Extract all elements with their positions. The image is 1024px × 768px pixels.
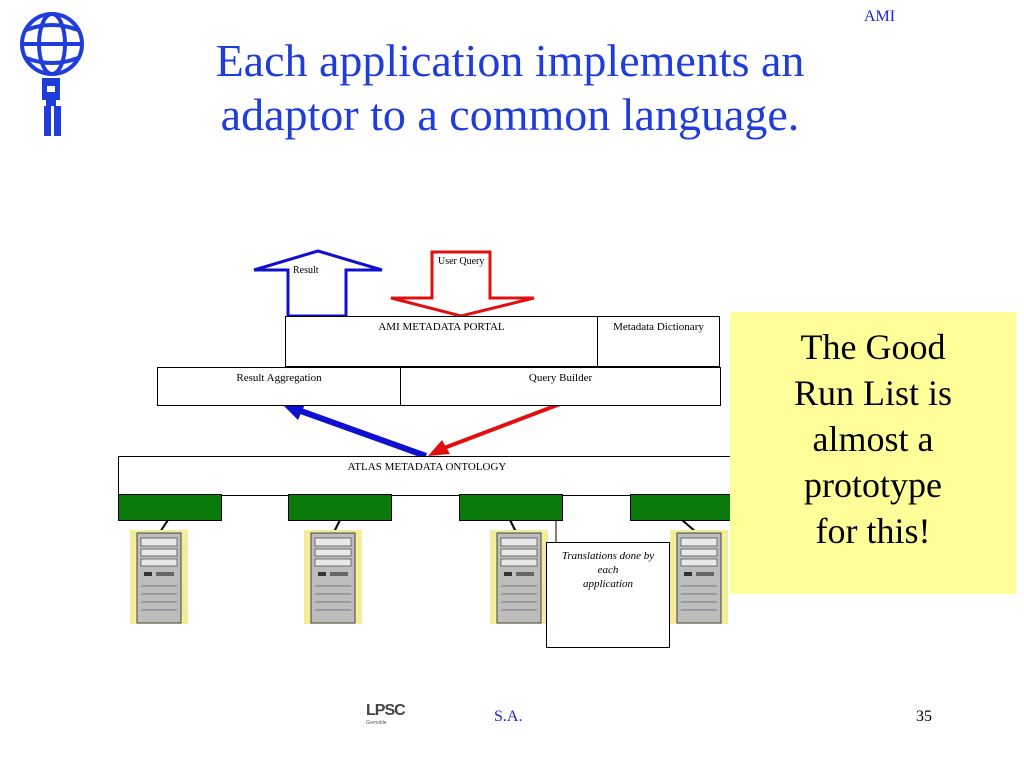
server-icon	[304, 530, 362, 624]
translation-note: Translations done by each application	[546, 542, 670, 648]
translation-note-line-1: Translations done by	[561, 550, 655, 562]
translation-note-line-2: each	[597, 564, 619, 576]
page-number: 35	[916, 708, 932, 725]
query-arrow	[443, 402, 561, 450]
aggregation-arrowhead	[282, 402, 306, 420]
metadata-dictionary-box: Metadata Dictionary	[597, 316, 720, 367]
result-aggregation-label: Result Aggregation	[236, 372, 322, 384]
adaptor-block-1	[118, 494, 222, 521]
query-builder-box: Query Builder	[400, 367, 721, 406]
server-icon	[130, 530, 188, 624]
lpsc-logo-subtext: Grenoble	[366, 720, 387, 726]
title-line-1: Each application implements an	[215, 35, 805, 86]
title-line-2: adaptor to a common language.	[220, 89, 800, 140]
side-note-line-1: The Good	[800, 327, 946, 367]
atlas-logo-icon	[20, 12, 84, 136]
result-label: Result	[293, 265, 319, 276]
query-builder-label: Query Builder	[528, 372, 593, 384]
user-query-arrow	[390, 250, 535, 318]
slide-tag: AMI	[864, 8, 896, 25]
side-note-line-3: almost a	[812, 419, 934, 459]
result-arrow	[253, 249, 383, 318]
adaptor-block-4	[630, 494, 736, 521]
lpsc-logo: LPSC Grenoble	[366, 702, 422, 744]
server-icon	[490, 530, 548, 624]
ami-portal-label: AMI METADATA PORTAL	[378, 321, 505, 333]
ontology-box: ATLAS METADATA ONTOLOGY	[118, 456, 736, 496]
metadata-dictionary-label: Metadata Dictionary	[613, 321, 704, 333]
footer-author: S.A.	[494, 708, 523, 725]
ami-portal-box: AMI METADATA PORTAL	[285, 316, 598, 367]
slide-title: Each application implements an adaptor t…	[100, 34, 920, 142]
side-note-line-4: prototype	[804, 465, 942, 505]
server-icon	[670, 530, 728, 624]
ontology-label: ATLAS METADATA ONTOLOGY	[347, 461, 507, 473]
user-query-label: User Query	[438, 256, 485, 267]
adaptor-block-3	[459, 494, 563, 521]
query-arrowhead	[428, 440, 450, 456]
lpsc-logo-text: LPSC	[366, 702, 406, 719]
translation-note-line-3: application	[582, 578, 634, 590]
result-aggregation-box: Result Aggregation	[157, 367, 401, 406]
side-note-line-2: Run List is	[793, 373, 953, 413]
adaptor-block-2	[288, 494, 392, 521]
aggregation-arrow	[296, 407, 428, 459]
side-note: The Good Run List is almost a prototype …	[730, 312, 1016, 594]
side-note-line-5: for this!	[815, 511, 931, 551]
